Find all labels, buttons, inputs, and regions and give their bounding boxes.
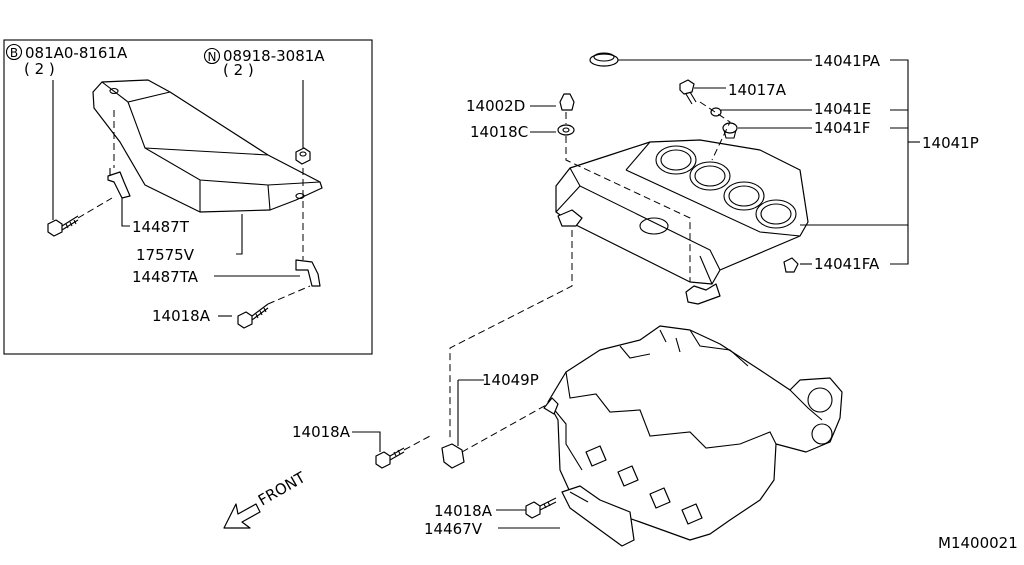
label-14049p: 14049P (482, 371, 539, 389)
label-14017a: 14017A (728, 81, 787, 99)
bolt-code-label: 081A0-8161A (25, 44, 128, 62)
clip-14041fa (783, 257, 799, 273)
engine-cover-assembly: 14041PA 14017A 14041E 14041F 14041P 1404… (449, 52, 979, 440)
label-14041e: 14041E (814, 100, 871, 118)
label-14467v: 14467V (424, 520, 483, 538)
nut-part (295, 147, 311, 165)
bolt-14018a-upper: 14018A (292, 423, 431, 469)
diagram-code: M1400021 (938, 534, 1018, 552)
label-14041pa: 14041PA (814, 52, 881, 70)
bolt-qty-label: ( 2 ) (24, 60, 55, 78)
label-14487ta: 14487TA (132, 268, 199, 286)
nut-symbol: N (208, 50, 217, 64)
nut-symbol-circle (203, 47, 221, 65)
front-label: FRONT (255, 468, 309, 510)
label-17575v: 17575V (136, 246, 195, 264)
front-arrow: FRONT (223, 468, 309, 529)
grommet-14041f-part (722, 122, 738, 139)
bolt-symbol-circle (5, 43, 23, 61)
label-14041p: 14041P (922, 134, 979, 152)
bolt-14017a-part (679, 79, 697, 105)
label-14041fa: 14041FA (814, 255, 880, 273)
label-14018a-inset: 14018A (152, 307, 211, 325)
label-14002d: 14002D (466, 97, 525, 115)
engine-cover (555, 139, 809, 285)
label-14018c: 14018C (470, 123, 528, 141)
insulator-part (92, 79, 323, 213)
label-14018a-upper: 14018A (292, 423, 351, 441)
bolt-symbol: B (10, 46, 18, 60)
oil-cap-part (589, 52, 619, 67)
bracket-14487t (107, 168, 131, 199)
grommet-14002d-part (559, 93, 575, 111)
nut-qty-label: ( 2 ) (223, 61, 254, 79)
inset-box: B 081A0-8161A ( 2 ) N 08918-3081A ( 2 ) (3, 39, 373, 355)
label-14018a-lower: 14018A (434, 502, 493, 520)
bracket-14467v: 14467V (424, 485, 635, 547)
bolt-left-part (47, 215, 79, 237)
bolt-14018a-lower: 14018A (434, 497, 557, 520)
label-14487t: 14487T (132, 218, 190, 236)
bracket-14049p: 14049P (441, 371, 549, 469)
nut-code-label: 08918-3081A (223, 47, 325, 65)
bolt-inset-part (237, 303, 269, 329)
washer-14018c (557, 124, 575, 136)
bracket-14487ta (295, 259, 321, 287)
label-14041f: 14041F (814, 119, 870, 137)
engine-block (543, 325, 843, 541)
